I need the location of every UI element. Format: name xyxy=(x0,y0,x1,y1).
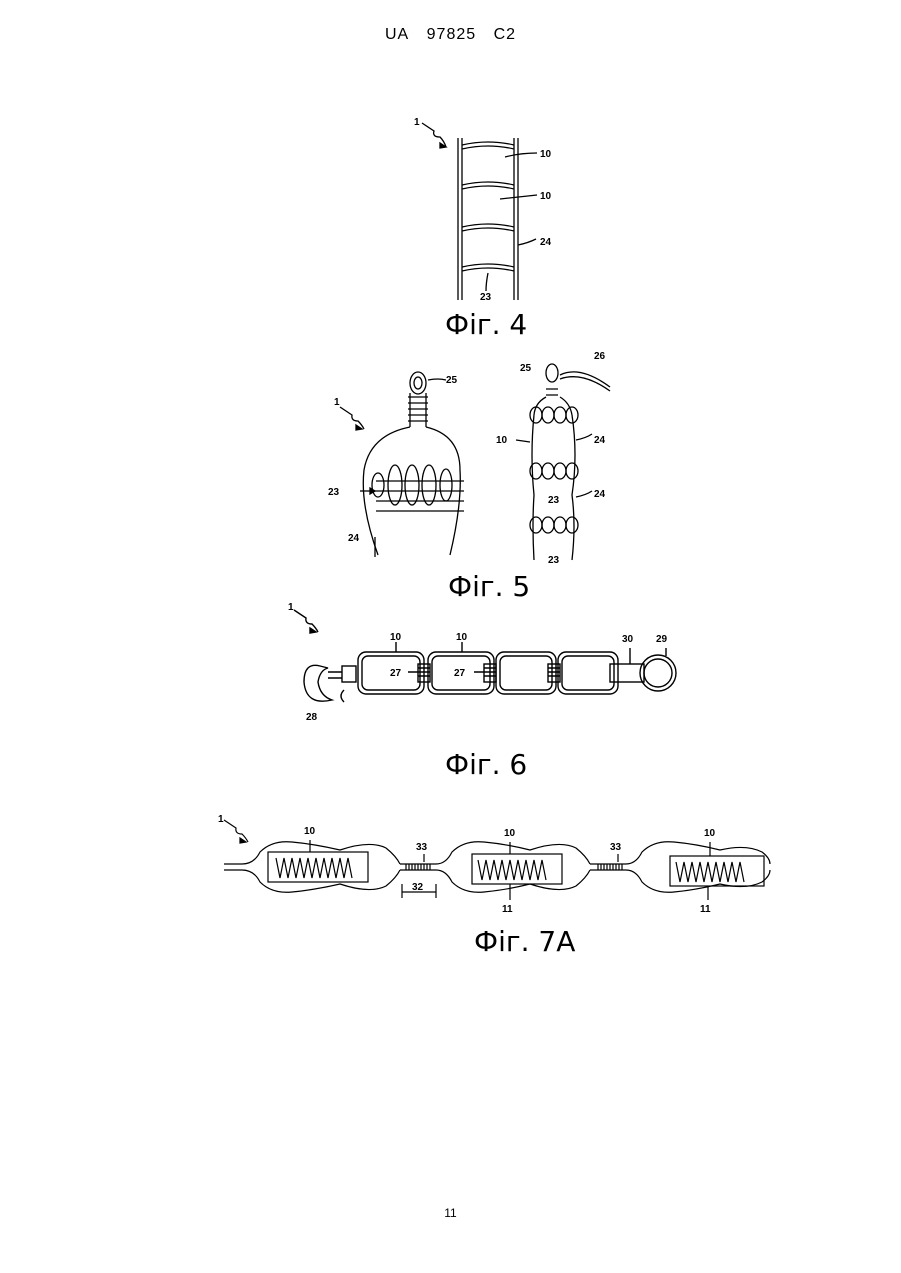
fig4-label-23: 23 xyxy=(480,292,492,303)
fig5-label-24b: 24 xyxy=(594,489,606,500)
fig5-label-10: 10 xyxy=(496,435,508,446)
fig7a-label-11a: 11 xyxy=(502,904,513,915)
fig7a-label-33a: 33 xyxy=(416,842,428,853)
figure-6-drawing: 1 10 10 27 27 30 29 28 xyxy=(280,600,700,730)
fig5-label-23a: 23 xyxy=(548,495,560,506)
fig5-label-1: 1 xyxy=(334,397,340,408)
fig6-label-29: 29 xyxy=(656,634,668,645)
fig4-caption: Фіг. 4 xyxy=(445,308,527,341)
page-number: 11 xyxy=(0,1206,901,1220)
fig6-label-27a: 27 xyxy=(390,668,402,679)
figure-7a-drawing: 1 10 10 10 33 33 32 11 11 xyxy=(210,800,790,930)
fig6-caption: Фіг. 6 xyxy=(445,748,527,781)
figure-5-drawing: 1 25 23 24 26 25 10 24 24 23 23 xyxy=(320,345,620,570)
fig6-label-1: 1 xyxy=(288,602,294,613)
fig7a-label-33b: 33 xyxy=(610,842,622,853)
fig5-label-26: 26 xyxy=(594,351,606,362)
fig6-label-30: 30 xyxy=(622,634,634,645)
fig7a-label-32: 32 xyxy=(412,882,424,893)
fig4-label-10a: 10 xyxy=(540,149,552,160)
country-code: UA xyxy=(385,26,409,43)
fig5-label-25: 25 xyxy=(446,375,458,386)
fig7a-label-10a: 10 xyxy=(304,826,316,837)
fig7a-label-10c: 10 xyxy=(704,828,716,839)
fig6-label-28: 28 xyxy=(306,712,318,723)
fig4-label-24: 24 xyxy=(540,237,552,248)
fig5-label-25b: 25 xyxy=(520,363,532,374)
patent-number: 97825 xyxy=(427,26,477,43)
fig7a-label-11b: 11 xyxy=(700,904,711,915)
fig5-label-24: 24 xyxy=(348,533,360,544)
fig7a-label-10b: 10 xyxy=(504,828,516,839)
fig5-label-23b: 23 xyxy=(548,555,560,566)
fig5-caption: Фіг. 5 xyxy=(448,570,530,603)
fig7a-label-1: 1 xyxy=(218,814,224,825)
fig6-label-10b: 10 xyxy=(456,632,468,643)
fig4-label-10b: 10 xyxy=(540,191,552,202)
figure-4-drawing: 1 10 10 24 23 xyxy=(400,105,570,305)
fig4-label-1: 1 xyxy=(414,117,420,128)
kind-code: C2 xyxy=(494,26,516,43)
fig6-label-27b: 27 xyxy=(454,668,466,679)
patent-header: UA 97825 C2 xyxy=(0,26,901,44)
fig6-label-10a: 10 xyxy=(390,632,402,643)
fig7a-caption: Фіг. 7А xyxy=(474,925,575,958)
fig5-label-23: 23 xyxy=(328,487,340,498)
fig5-label-24a: 24 xyxy=(594,435,606,446)
